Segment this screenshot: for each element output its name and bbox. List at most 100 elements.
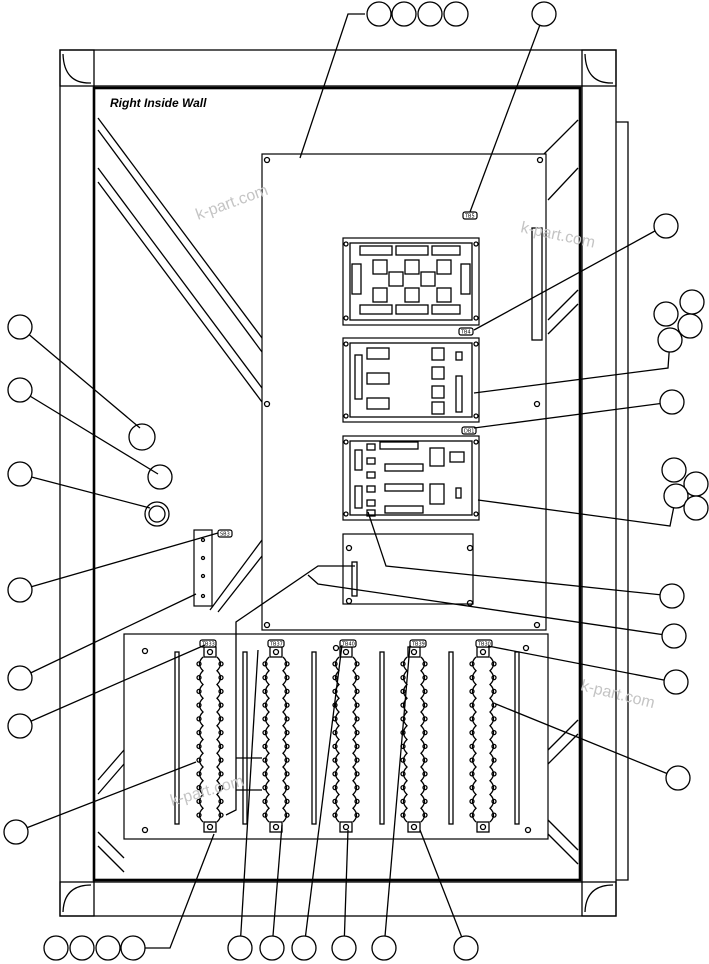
screw-terminal (354, 812, 360, 818)
screw-terminal (262, 716, 268, 722)
screw-terminal (491, 812, 497, 818)
screw-terminal (332, 743, 338, 750)
screw-terminal (332, 757, 338, 763)
screw-terminal (218, 771, 224, 777)
terminal-strip (469, 646, 497, 833)
svg-text:TB5: TB5 (464, 214, 475, 220)
watermark: k-part.com (194, 182, 271, 224)
control-board: DB1 (342, 337, 480, 435)
screw-terminal (469, 771, 475, 777)
screw-terminal (469, 716, 475, 722)
screw-terminal (354, 716, 360, 722)
screw-terminal (354, 661, 360, 667)
svg-text:TB4: TB4 (460, 330, 471, 336)
svg-text:TB33: TB33 (201, 642, 215, 648)
screw-terminal (354, 757, 360, 763)
screw-terminal (491, 784, 497, 791)
cabinet-frame (59, 49, 629, 917)
screw-terminal (218, 661, 224, 667)
screw-terminal (332, 661, 338, 667)
screw-terminal (422, 729, 428, 736)
screw-terminal (262, 661, 268, 667)
screw-terminal (422, 674, 428, 681)
screw-terminal (218, 702, 224, 708)
screw-terminal (262, 688, 268, 695)
screw-terminal (354, 743, 360, 750)
screw-terminal (196, 798, 202, 805)
screw-terminal (422, 771, 428, 777)
screw-terminal (469, 798, 475, 805)
relay-board: TB4 (342, 237, 480, 336)
screw-terminal (491, 798, 497, 805)
screw-terminal (422, 812, 428, 818)
screw-terminal (284, 702, 290, 708)
screw-terminal (400, 771, 406, 777)
svg-text:SB3: SB3 (220, 532, 230, 538)
screw-terminal (469, 743, 475, 750)
screw-terminal (332, 729, 338, 736)
screw-terminal (422, 702, 428, 708)
screw-terminal (400, 812, 406, 818)
screw-terminal (284, 812, 290, 818)
screw-terminal (284, 798, 290, 805)
screw-terminal (491, 674, 497, 681)
screw-terminal (469, 812, 475, 818)
screw-terminal (400, 688, 406, 695)
screw-terminal (422, 784, 428, 791)
screw-terminal (284, 743, 290, 750)
screw-terminal (491, 743, 497, 750)
screw-terminal (469, 688, 475, 695)
screw-terminal (469, 674, 475, 681)
screw-terminal (469, 702, 475, 708)
screw-terminal (332, 812, 338, 818)
screw-terminal (262, 743, 268, 750)
terminal-rack: TB33 TB37 TB40 TB39 TB30 (123, 633, 549, 840)
svg-text:TB39: TB39 (411, 642, 425, 648)
screw-terminal (284, 771, 290, 777)
screw-terminal (218, 812, 224, 818)
screw-terminal (262, 798, 268, 805)
small-plate (342, 533, 474, 607)
screw-terminal (284, 757, 290, 763)
screw-terminal (469, 661, 475, 667)
screw-terminal (332, 784, 338, 791)
screw-terminal (354, 729, 360, 736)
screw-terminal (422, 661, 428, 667)
screw-terminal (262, 757, 268, 763)
screw-terminal (262, 674, 268, 681)
screw-terminal (262, 729, 268, 736)
screw-terminal (218, 716, 224, 722)
left-wall-items: SB3 (128, 423, 233, 607)
screw-terminal (218, 674, 224, 681)
screw-terminal (469, 729, 475, 736)
screw-terminal (469, 757, 475, 763)
screw-terminal (400, 784, 406, 791)
terminal-strip (262, 646, 290, 833)
screw-terminal (491, 702, 497, 708)
screw-terminal (262, 702, 268, 708)
terminal-strip (400, 646, 428, 833)
screw-terminal (491, 757, 497, 763)
screw-terminal (284, 674, 290, 681)
callout-bubbles (3, 1, 709, 961)
screw-terminal (196, 771, 202, 777)
screw-terminal (284, 784, 290, 791)
screw-terminal (196, 702, 202, 708)
screw-terminal (354, 784, 360, 791)
screw-terminal (332, 798, 338, 805)
watermark: k-part.com (579, 677, 656, 712)
screw-terminal (196, 661, 202, 667)
screw-terminal (491, 729, 497, 736)
screw-terminal (196, 674, 202, 681)
screw-terminal (354, 674, 360, 681)
screw-terminal (400, 798, 406, 805)
diagram-title: Right Inside Wall (110, 96, 207, 110)
io-board (342, 435, 480, 521)
screw-terminal (284, 661, 290, 667)
svg-text:TB30: TB30 (477, 642, 491, 648)
screw-terminal (332, 674, 338, 681)
svg-text:TB40: TB40 (341, 642, 355, 648)
screw-terminal (284, 716, 290, 722)
screw-terminal (469, 784, 475, 791)
screw-terminal (218, 729, 224, 736)
